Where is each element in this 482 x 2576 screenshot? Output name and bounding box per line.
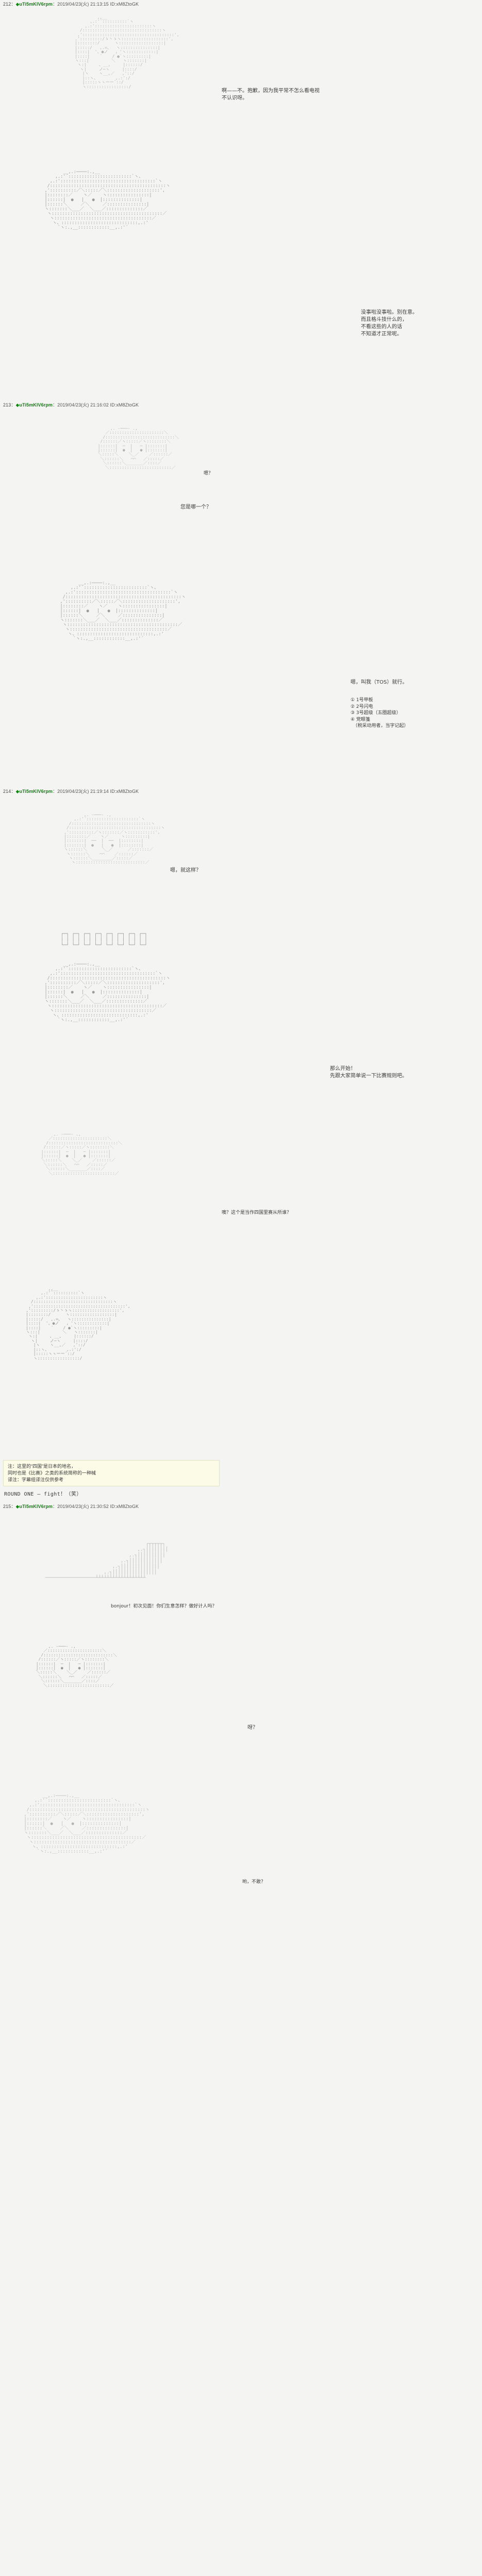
post-number-214: 214 bbox=[3, 789, 11, 794]
tripcode-diamond-icon-215: ◆ bbox=[15, 1504, 20, 1509]
post-date-213: 2019/04/23(火) 21:16:02 bbox=[57, 402, 109, 408]
header-sep-213: ： bbox=[11, 402, 16, 408]
speech-214-2: 那么开始！ 先跟大家简单说一下比赛规则吧。 bbox=[330, 1066, 407, 1079]
tripcode-diamond-icon: ◆ bbox=[15, 2, 20, 7]
post-date-214: 2019/04/23(火) 21:19:14 bbox=[57, 789, 109, 794]
translator-note-214: 注：这里的“四国”是日本的地名， 同时也是《比赛》之类的系统简称的一种械 译注：… bbox=[3, 1460, 220, 1486]
round-one-label: ROUND ONE ‒ fight！（笑） bbox=[4, 1492, 82, 1497]
post-number-213: 213 bbox=[3, 402, 11, 408]
speech-213-3: 嗯，叫我（TOS）就行。 bbox=[351, 680, 408, 685]
header-sep-215b: ： bbox=[53, 1504, 58, 1509]
speech-214-1: 嗯，就这样？ bbox=[170, 868, 201, 873]
speech-214-3: 噢？这个是当作四国里赛从所谁？ bbox=[222, 1210, 292, 1215]
post-author-213[interactable]: uTi5mKIV6rpm bbox=[19, 402, 53, 408]
post-213: 213：◆uTi5mKIV6rpm：2019/04/23(火) 21:16:02… bbox=[0, 401, 482, 777]
post-uid-212: ID:xM8ZtoGK bbox=[110, 2, 139, 7]
speech-215-1: bonjour！初次见面！你们生意怎样？做好计人吗？ bbox=[111, 1604, 217, 1609]
post-uid-215: ID:xM8ZtoGK bbox=[110, 1504, 139, 1509]
post-214: 214：◆uTi5mKIV6rpm：2019/04/23(火) 21:19:14… bbox=[0, 787, 482, 1500]
header-sep-214b: ： bbox=[53, 789, 58, 794]
post-author-215[interactable]: uTi5mKIV6rpm bbox=[19, 1504, 53, 1509]
post-header-214: 214：◆uTi5mKIV6rpm：2019/04/23(火) 21:19:14… bbox=[0, 787, 482, 795]
post-author-214[interactable]: uTi5mKIV6rpm bbox=[19, 789, 53, 794]
speech-213-1: 嗯？ bbox=[204, 471, 213, 476]
post-date-212: 2019/04/23(火) 21:13:15 bbox=[57, 2, 109, 7]
post-uid-213: ID:xM8ZtoGK bbox=[110, 402, 139, 408]
ascii-art-213-b: __,.:────:.,__ ,.:'´::::::::::::::::::::… bbox=[60, 581, 186, 641]
tripcode-diamond-icon-213: ◆ bbox=[15, 402, 20, 408]
speech-213-2: 您是哪一个？ bbox=[180, 504, 211, 510]
post-uid-214: ID:xM8ZtoGK bbox=[110, 789, 139, 794]
speech-215-2: 呀？ bbox=[247, 1725, 258, 1731]
ascii-art-215-a: ,. -───- ., ／::::::::::::::::::::::＼ /::… bbox=[36, 1645, 118, 1688]
speech-215-3: 哟，不敢？ bbox=[242, 1879, 266, 1885]
post-header-213: 213：◆uTi5mKIV6rpm：2019/04/23(火) 21:16:02… bbox=[0, 401, 482, 409]
post-number-215: 215 bbox=[3, 1504, 11, 1509]
post-author-212[interactable]: uTi5mKIV6rpm bbox=[19, 2, 53, 7]
post-date-215: 2019/04/23(火) 21:30:52 bbox=[57, 1504, 109, 1509]
tripcode-diamond-icon-214: ◆ bbox=[15, 789, 20, 794]
ascii-art-212-b: __,.:────:.,__ ,.:'´::::::::::::::::::::… bbox=[44, 170, 171, 230]
post-215: 215：◆uTi5mKIV6rpm：2019/04/23(火) 21:30:52… bbox=[0, 1502, 482, 1918]
header-sep-215: ： bbox=[11, 1504, 16, 1509]
ascii-art-215-stage: ┌┬┬┬┬┬┐ ,.┐││││││││ ,.┐││││││││││ ,.┐│││… bbox=[45, 1541, 169, 1581]
speech-212-1: 啊——不。抱歉，因为我平常不怎么看电视 不认识呀。 bbox=[222, 88, 320, 101]
post-212: 212：◆uTi5mKIV6rpm：2019/04/23(火) 21:13:15… bbox=[0, 0, 482, 386]
ascii-art-214-b: __,.:────:.,__ ,.:'´::::::::::::::::::::… bbox=[44, 962, 171, 1023]
ascii-art-213-a: ,. -───- ., ／::::::::::::::::::::::＼ /::… bbox=[97, 427, 179, 470]
ascii-art-214-a: ,. -───- ., ,.:'´:::::::::::::::::::::`ヽ… bbox=[64, 813, 165, 865]
ascii-art-212-a: ,,__ ,.:'´::::::::::`ヽ ,.:':::::::::::::… bbox=[75, 15, 179, 89]
post-header-212: 212：◆uTi5mKIV6rpm：2019/04/23(火) 21:13:15… bbox=[0, 0, 482, 8]
ascii-art-214-c: ,. -───- ., ／::::::::::::::::::::::＼ /::… bbox=[41, 1132, 123, 1176]
header-sep-2: ： bbox=[53, 2, 58, 7]
header-sep: ： bbox=[11, 2, 16, 7]
ascii-art-214-boxes: ┌─┐ ┌─┐ ┌─┐ ┌─┐ ┌─┐ ┌─┐ ┌─┐ ┌─┐ │ │ │ │ … bbox=[60, 931, 147, 948]
ascii-art-214-d: ,,__ ,.:'´::::::::::`ヽ ,.:':::::::::::::… bbox=[26, 1287, 130, 1361]
post-number-212: 212 bbox=[3, 2, 11, 7]
post-header-215: 215：◆uTi5mKIV6rpm：2019/04/23(火) 21:30:52… bbox=[0, 1502, 482, 1511]
ascii-art-215-b: __,.:────:.,__ ,.:'´::::::::::::::::::::… bbox=[24, 1794, 150, 1854]
speech-213-4: ① 1号甲板 ② 2号闪电 ③ 3号超级（五圈超级） ④ 党眼箋 （税采动用者，… bbox=[351, 698, 409, 728]
header-sep-213b: ： bbox=[53, 402, 58, 408]
header-sep-214: ： bbox=[11, 789, 16, 794]
speech-212-2: 没事啦没事啦。别在意。 而且格斗技什么的， 不看这些的人的话 不知道才正常呢。 bbox=[361, 310, 418, 337]
